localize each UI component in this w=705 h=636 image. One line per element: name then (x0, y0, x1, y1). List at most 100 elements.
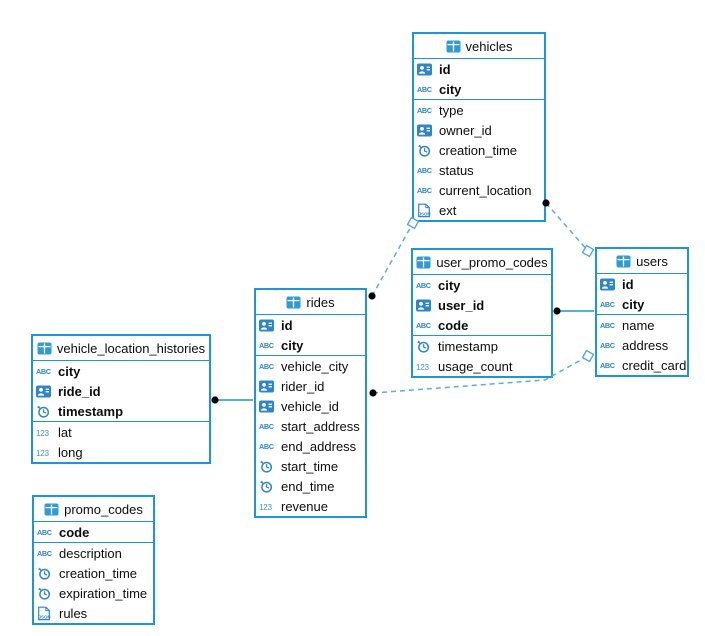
table-icon (416, 256, 431, 269)
column-row[interactable]: id (256, 315, 365, 335)
column-row[interactable]: ABC city (414, 79, 544, 99)
column-row[interactable]: ABC city (597, 294, 687, 314)
text-type-icon: ABC (37, 527, 55, 537)
column-row[interactable]: id (597, 274, 687, 294)
column-row[interactable]: JSON ext (414, 200, 544, 220)
column-row[interactable]: timestamp (413, 336, 551, 356)
column-row[interactable]: ABC city (33, 361, 209, 381)
svg-text:123: 123 (36, 429, 50, 438)
timestamp-type-icon (37, 566, 55, 581)
column-row[interactable]: start_time (256, 456, 365, 476)
column-row[interactable]: ABC current_location (414, 180, 544, 200)
column-name: credit_card (622, 357, 687, 373)
table-header[interactable]: rides (256, 290, 365, 315)
column-row[interactable]: timestamp (33, 401, 209, 421)
table-vehicle_location_histories[interactable]: vehicle_location_histories ABC city ride… (31, 334, 211, 464)
column-row[interactable]: vehicle_id (256, 396, 365, 416)
table-header[interactable]: promo_codes (34, 497, 153, 522)
column-row[interactable]: ABC name (597, 315, 687, 335)
column-name: city (439, 81, 462, 97)
column-row[interactable]: owner_id (414, 120, 544, 140)
table-header[interactable]: users (597, 249, 687, 274)
column-row[interactable]: 123 revenue (256, 496, 365, 516)
table-user_promo_codes[interactable]: user_promo_codes ABC city user_id ABC co… (411, 248, 553, 378)
svg-text:JSON: JSON (39, 614, 51, 619)
table-icon (446, 40, 461, 53)
column-row[interactable]: ABC type (414, 100, 544, 120)
table-vehicles[interactable]: vehicles id ABC city ABC type owner_id c… (412, 32, 546, 222)
column-row[interactable]: ABC address (597, 335, 687, 355)
text-type-icon: ABC (600, 299, 618, 309)
columns-section: timestamp 123 usage_count (413, 336, 551, 376)
column-name: address (622, 337, 669, 353)
primary-key-section: id ABC city (597, 274, 687, 315)
svg-text:ABC: ABC (36, 367, 52, 376)
column-row[interactable]: ABC description (34, 543, 153, 563)
column-row[interactable]: ABC city (413, 275, 551, 295)
columns-section: ABC description creation_time expiration… (34, 543, 153, 623)
column-row[interactable]: ABC end_address (256, 436, 365, 456)
table-promo_codes[interactable]: promo_codes ABC code ABC description cre… (32, 495, 155, 625)
column-name: type (439, 102, 464, 118)
table-users[interactable]: users id ABC city ABC name ABC address A… (595, 247, 689, 377)
column-row[interactable]: creation_time (414, 140, 544, 160)
column-row[interactable]: ABC code (413, 315, 551, 335)
columns-section: ABC type owner_id creation_time ABC stat… (414, 100, 544, 220)
column-row[interactable]: creation_time (34, 563, 153, 583)
svg-text:ABC: ABC (600, 361, 616, 370)
column-row[interactable]: ABC code (34, 522, 153, 542)
column-name: vehicle_city (281, 358, 349, 374)
table-header[interactable]: vehicle_location_histories (33, 336, 209, 361)
column-row[interactable]: ABC credit_card (597, 355, 687, 375)
text-type-icon: ABC (259, 441, 277, 451)
column-row[interactable]: 123 usage_count (413, 356, 551, 376)
table-icon (44, 503, 59, 516)
column-name: ext (439, 202, 457, 218)
column-name: revenue (281, 498, 328, 514)
column-row[interactable]: ABC vehicle_city (256, 356, 365, 376)
column-row[interactable]: id (414, 59, 544, 79)
timestamp-type-icon (259, 459, 277, 474)
column-row[interactable]: 123 long (33, 442, 209, 462)
relation-endpoint-dot (553, 307, 561, 315)
svg-text:ABC: ABC (259, 442, 275, 451)
table-header[interactable]: user_promo_codes (413, 250, 551, 275)
number-type-icon: 123 (416, 361, 434, 372)
column-row[interactable]: ride_id (33, 381, 209, 401)
column-row[interactable]: ABC status (414, 160, 544, 180)
number-type-icon: 123 (259, 501, 277, 512)
column-name: creation_time (439, 142, 518, 158)
timestamp-type-icon (36, 404, 54, 419)
column-row[interactable]: expiration_time (34, 583, 153, 603)
column-row[interactable]: JSON rules (34, 603, 153, 623)
id-badge-icon (259, 319, 277, 332)
column-row[interactable]: 123 lat (33, 422, 209, 442)
column-row[interactable]: end_time (256, 476, 365, 496)
table-header[interactable]: vehicles (414, 34, 544, 59)
column-row[interactable]: ABC start_address (256, 416, 365, 436)
text-type-icon: ABC (259, 421, 277, 431)
text-type-icon: ABC (600, 320, 618, 330)
column-name: end_time (281, 478, 335, 494)
relation-line (371, 222, 414, 297)
text-type-icon: ABC (416, 320, 434, 330)
text-type-icon: ABC (36, 366, 54, 376)
column-name: long (58, 444, 83, 460)
column-name: city (58, 363, 81, 379)
column-row[interactable]: ABC city (256, 335, 365, 355)
number-type-icon: 123 (36, 447, 54, 458)
id-badge-icon (416, 299, 434, 312)
column-name: id (281, 317, 293, 333)
column-row[interactable]: user_id (413, 295, 551, 315)
json-type-icon: JSON (37, 606, 55, 621)
column-name: status (439, 162, 474, 178)
id-badge-icon (259, 400, 277, 413)
column-name: name (622, 317, 655, 333)
column-name: lat (58, 424, 72, 440)
id-badge-icon (417, 124, 435, 137)
text-type-icon: ABC (417, 165, 435, 175)
column-name: rules (59, 605, 88, 621)
column-row[interactable]: rider_id (256, 376, 365, 396)
table-rides[interactable]: rides id ABC city ABC vehicle_city rider… (254, 288, 367, 518)
